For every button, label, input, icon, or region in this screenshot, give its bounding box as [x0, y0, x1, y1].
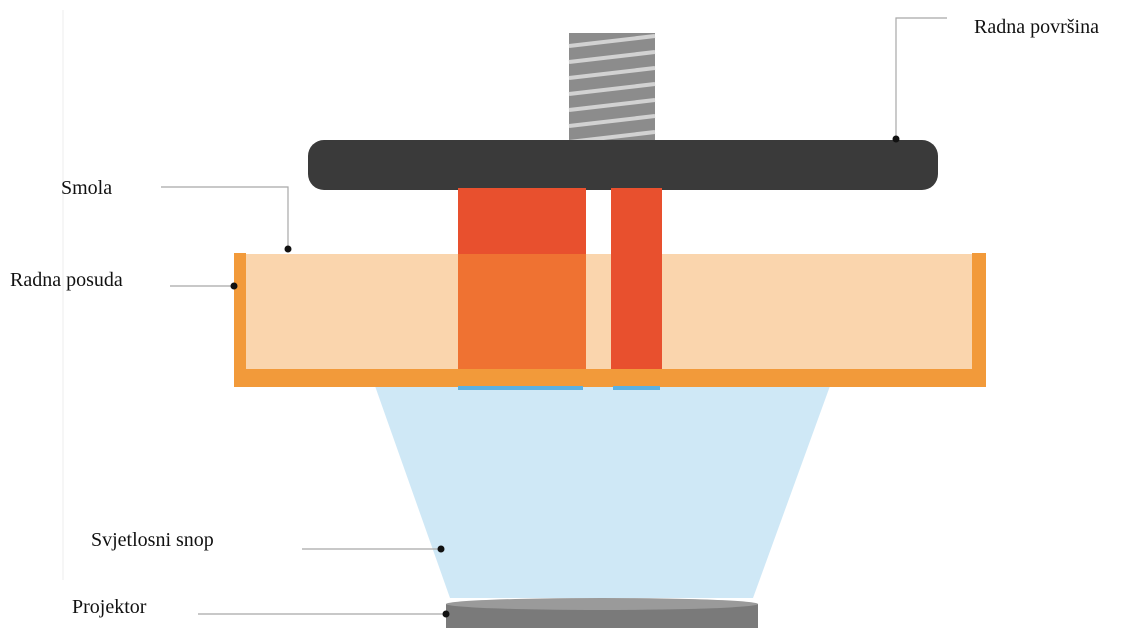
printed-part-right-upper [611, 188, 662, 254]
resin [244, 254, 975, 369]
label-svjetlosni-snop: Svjetlosni snop [91, 529, 214, 551]
dot-svjetlosni-snop [437, 545, 445, 553]
cured-layer-right [613, 386, 660, 390]
label-projektor: Projektor [72, 596, 147, 618]
cured-layer-left [458, 386, 583, 390]
leader-smola [161, 186, 289, 246]
dot-radna-posuda [230, 282, 238, 290]
dot-projektor [442, 610, 450, 618]
label-radna-povrsina: Radna površina [974, 16, 1099, 38]
resin-vat [234, 253, 986, 387]
leader-radna-povrsina [895, 17, 947, 139]
label-radna-posuda: Radna posuda [10, 269, 123, 291]
lead-screw [568, 33, 656, 145]
projector [446, 598, 758, 628]
light-beam [375, 386, 830, 598]
printed-part-left-in-resin [458, 254, 586, 369]
build-platform [308, 140, 938, 190]
printed-part-right-in-resin [611, 254, 662, 369]
printed-part-left-upper [458, 188, 586, 254]
label-smola: Smola [61, 177, 113, 199]
dot-radna-povrsina [892, 135, 900, 143]
dot-smola [284, 245, 292, 253]
